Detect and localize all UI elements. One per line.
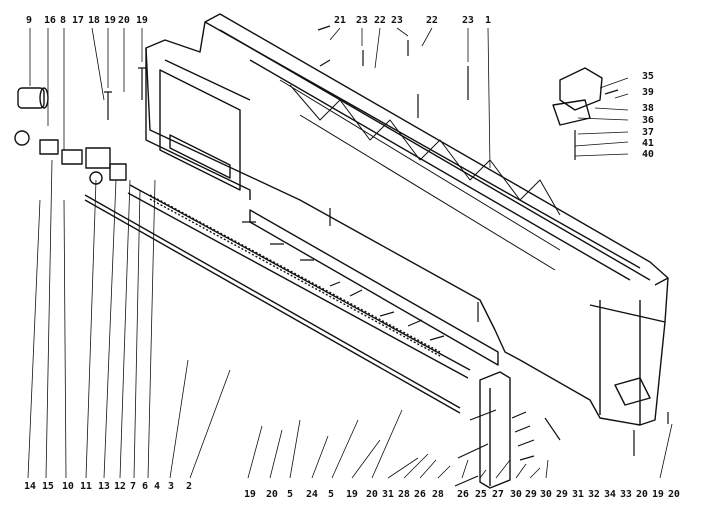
callout-label: 20 xyxy=(118,15,130,26)
callout-label: 38 xyxy=(642,103,654,114)
bearing-cluster xyxy=(14,130,127,185)
callout-label: 28 xyxy=(398,489,410,500)
callout-label: 15 xyxy=(42,481,54,492)
callout-label: 25 xyxy=(475,489,487,500)
callout-label: 36 xyxy=(642,115,654,126)
rack-bar xyxy=(249,209,499,366)
callout-label: 24 xyxy=(306,489,318,500)
callout-label: 30 xyxy=(540,489,552,500)
callout-label: 22 xyxy=(426,15,438,26)
callout-label: 37 xyxy=(642,127,654,138)
callout-label: 23 xyxy=(462,15,474,26)
callout-label: 19 xyxy=(244,489,256,500)
carriage-block xyxy=(552,67,603,126)
callout-label: 29 xyxy=(525,489,537,500)
end-bracket xyxy=(479,371,511,489)
callout-label: 5 xyxy=(328,489,334,500)
callout-label: 23 xyxy=(391,15,403,26)
feed-rod xyxy=(84,194,461,414)
callout-label: 34 xyxy=(604,489,616,500)
callout-label: 16 xyxy=(44,15,56,26)
callout-label: 32 xyxy=(588,489,600,500)
leader-lines xyxy=(27,27,673,479)
callout-label: 35 xyxy=(642,71,654,82)
callout-label: 26 xyxy=(457,489,469,500)
callout-label: 12 xyxy=(114,481,126,492)
callout-label: 29 xyxy=(556,489,568,500)
callout-label: 7 xyxy=(130,481,136,492)
bed-left-leg-opening xyxy=(159,69,241,191)
motor-pulley xyxy=(17,87,49,109)
bolts xyxy=(104,25,669,487)
lathe-bed-frame xyxy=(145,13,669,426)
callout-label: 20 xyxy=(636,489,648,500)
callout-label: 19 xyxy=(652,489,664,500)
callout-label: 19 xyxy=(104,15,116,26)
callout-label: 19 xyxy=(346,489,358,500)
callout-label: 3 xyxy=(168,481,174,492)
lead-screw xyxy=(127,184,471,379)
callout-label: 23 xyxy=(356,15,368,26)
callout-label: 21 xyxy=(334,15,346,26)
callout-label: 17 xyxy=(72,15,84,26)
callout-label: 30 xyxy=(510,489,522,500)
callout-label: 8 xyxy=(60,15,66,26)
bed-cross-bracing xyxy=(279,79,561,271)
bed-foot xyxy=(614,377,651,406)
callout-label: 31 xyxy=(382,489,394,500)
callout-label: 2 xyxy=(186,481,192,492)
callout-label: 39 xyxy=(642,87,654,98)
callout-label: 31 xyxy=(572,489,584,500)
callout-label: 4 xyxy=(154,481,160,492)
callout-label: 20 xyxy=(668,489,680,500)
callout-label: 14 xyxy=(24,481,36,492)
callout-label: 18 xyxy=(88,15,100,26)
callout-label: 40 xyxy=(642,149,654,160)
callout-label: 9 xyxy=(26,15,32,26)
callout-label: 27 xyxy=(492,489,504,500)
callout-label: 33 xyxy=(620,489,632,500)
callout-label: 1 xyxy=(485,15,491,26)
callout-label: 19 xyxy=(136,15,148,26)
callout-label: 41 xyxy=(642,138,654,149)
callout-label: 5 xyxy=(287,489,293,500)
callout-label: 22 xyxy=(374,15,386,26)
callout-label: 20 xyxy=(266,489,278,500)
callout-label: 28 xyxy=(432,489,444,500)
callout-label: 20 xyxy=(366,489,378,500)
callout-label: 26 xyxy=(414,489,426,500)
callout-label: 10 xyxy=(62,481,74,492)
callout-label: 11 xyxy=(80,481,92,492)
callout-label: 13 xyxy=(98,481,110,492)
callout-label: 6 xyxy=(142,481,148,492)
